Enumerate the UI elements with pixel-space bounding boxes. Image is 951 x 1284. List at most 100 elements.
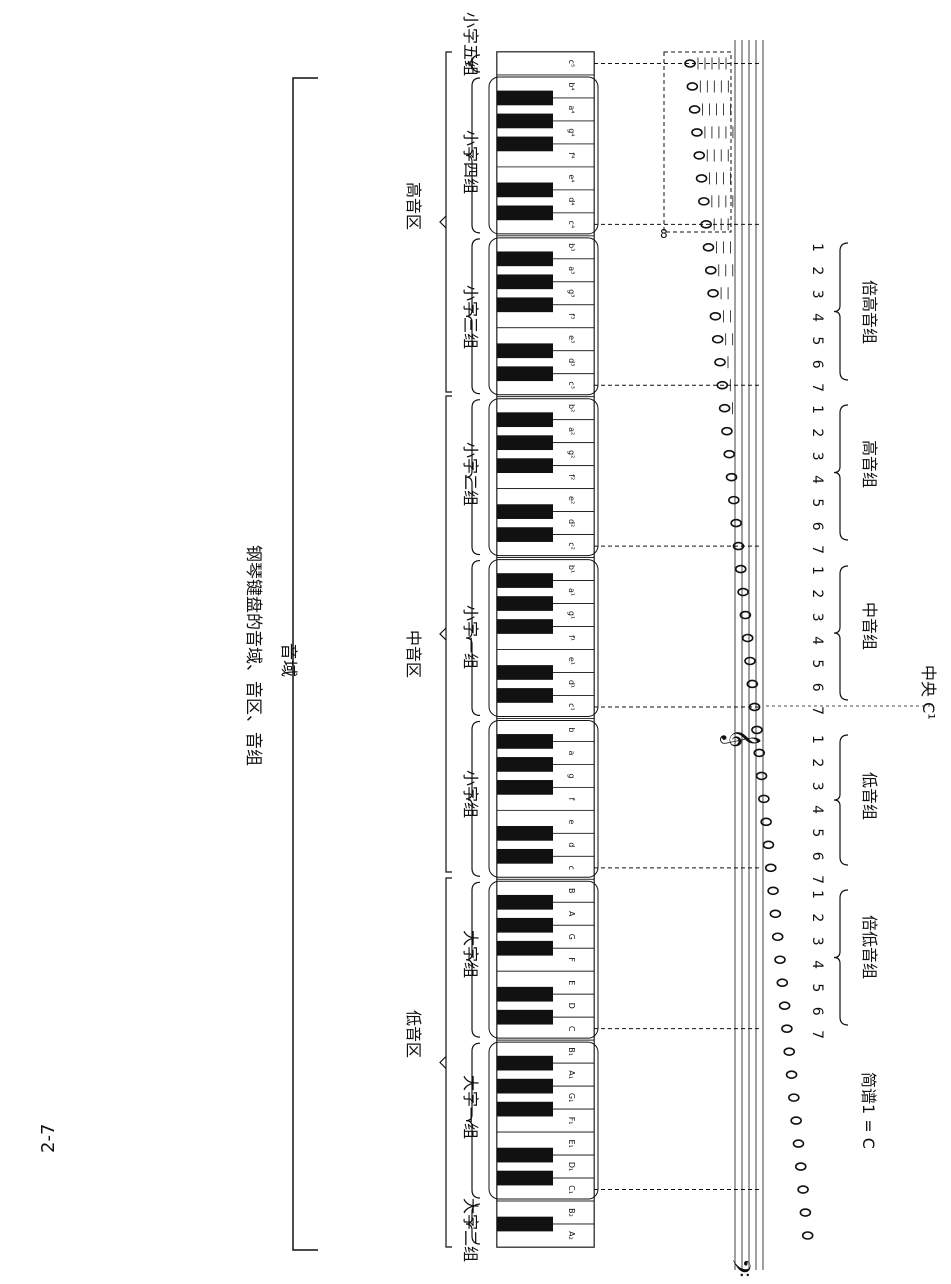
white-key-label: A [567, 911, 576, 917]
black-key [497, 1101, 553, 1117]
group-box [488, 559, 599, 717]
group-label-5: 小字五组 [461, 12, 480, 77]
black-key [497, 1170, 553, 1186]
range-label: 音域 [278, 643, 298, 677]
numbered-digits-high: 1 2 3 4 5 6 7 [809, 405, 825, 560]
black-key [497, 90, 553, 106]
black-key [497, 205, 553, 221]
note-head [695, 174, 708, 183]
white-key-label: d¹ [567, 680, 576, 688]
black-key [497, 665, 553, 680]
white-key-label: c⁴ [567, 221, 576, 229]
note-head [794, 1162, 807, 1171]
black-key [497, 297, 553, 313]
white-key-label: a³ [567, 266, 576, 274]
group-box [488, 880, 599, 1039]
numbered-digits-middle: 1 2 3 4 5 6 7 [809, 566, 825, 721]
white-key-label: c² [567, 542, 576, 550]
white-key-label: g⁴ [567, 128, 576, 136]
white-key-label: c⁵ [567, 60, 576, 68]
white-key-label: b¹ [567, 565, 576, 573]
white-key-label: C₁ [567, 1185, 576, 1194]
black-key [497, 1078, 553, 1094]
white-key-label: E [567, 980, 576, 985]
numbered-label-low: 低音组 [860, 772, 879, 821]
note-head [688, 105, 701, 114]
note-head [785, 1070, 798, 1079]
black-key [497, 113, 553, 129]
white-key-label: f⁴ [567, 152, 576, 158]
note-head [704, 266, 717, 275]
group-brace [465, 238, 481, 395]
white-key-label: a [567, 750, 576, 755]
black-key [497, 343, 553, 359]
black-key [497, 573, 553, 588]
note-head [711, 334, 724, 344]
numbered-brace [833, 734, 849, 866]
note-head [762, 840, 775, 850]
note-head [684, 59, 696, 68]
numbered-brace [833, 565, 849, 701]
white-key-label: e³ [567, 335, 576, 343]
white-key-label: B₂ [567, 1208, 576, 1217]
white-key-label: e² [567, 496, 576, 504]
black-key [497, 136, 553, 152]
note-head [774, 955, 786, 965]
black-key [497, 1216, 553, 1232]
numbered-digits-low: 1 2 3 4 5 6 7 [809, 735, 825, 890]
white-key-label: c¹ [567, 703, 576, 711]
white-key-label: E₁ [567, 1139, 576, 1147]
numbered-brace [833, 404, 849, 541]
note-head [760, 817, 772, 827]
white-key-label: d³ [567, 358, 576, 366]
black-key [497, 435, 553, 451]
white-key-label: f [567, 797, 576, 800]
black-key [497, 848, 553, 864]
note-head [792, 1139, 805, 1148]
white-key-label: D [567, 1003, 576, 1009]
group-brace [465, 559, 481, 717]
black-key [497, 688, 553, 703]
black-key [497, 986, 553, 1002]
numbered-digits-double-high: 1 2 3 4 5 6 7 [809, 243, 825, 398]
note-head [725, 472, 738, 482]
group-box [488, 719, 599, 878]
note-head [698, 197, 710, 206]
white-key-label: f³ [567, 313, 576, 319]
black-key [497, 527, 553, 542]
white-key-label: e [567, 819, 576, 824]
black-key [497, 1009, 553, 1025]
white-key-label: G₁ [567, 1093, 576, 1102]
black-key [497, 894, 553, 910]
white-key-label: g [567, 773, 576, 778]
numbered-label-double-low: 倍低音组 [860, 915, 879, 980]
note-head [728, 495, 740, 505]
register-bracket-high-tip [439, 215, 447, 229]
note-head [700, 220, 712, 229]
numbered-digits-double-low: 1 2 3 4 5 6 7 [809, 890, 825, 1045]
figure-title: 钢琴键盘的音域、音区、音组 [243, 545, 263, 766]
register-bracket-high [445, 51, 452, 393]
black-key [497, 251, 553, 267]
black-key [497, 917, 553, 933]
note-head [781, 1024, 793, 1033]
note-head [751, 725, 763, 735]
white-key-label: f¹ [567, 635, 576, 641]
white-key-label: b² [567, 404, 576, 412]
group-label-4: 小字四组 [461, 130, 480, 195]
note-head [755, 771, 768, 781]
note-head [721, 426, 733, 436]
note-head [783, 1047, 796, 1056]
note-head [702, 243, 715, 252]
group-box [488, 76, 599, 235]
note-head [739, 610, 752, 620]
white-key-label: d [567, 842, 576, 847]
white-key-label: D₁ [567, 1162, 576, 1171]
note-head [723, 449, 736, 459]
white-key-label: g² [567, 450, 576, 458]
note-head [746, 679, 759, 689]
white-key-label: c³ [567, 381, 576, 389]
note-head [686, 82, 699, 91]
group-brace [465, 1203, 481, 1245]
